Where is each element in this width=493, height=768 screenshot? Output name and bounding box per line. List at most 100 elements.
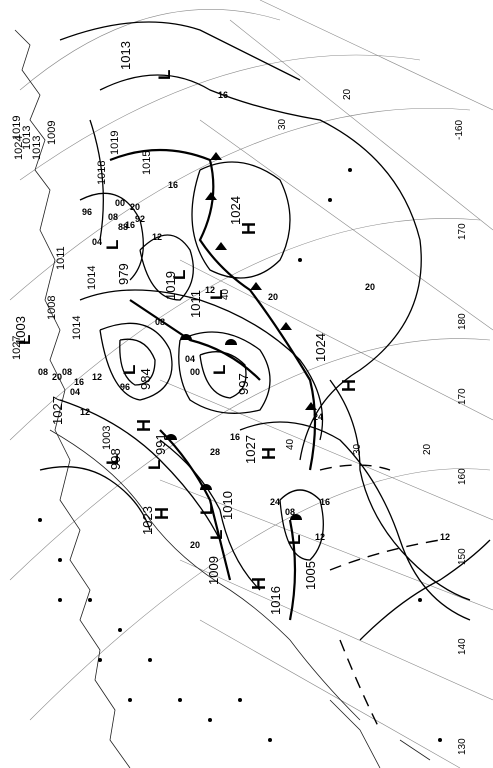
svg-text:170: 170 — [457, 223, 468, 240]
svg-text:1010: 1010 — [220, 491, 235, 520]
svg-text:979: 979 — [116, 263, 131, 285]
svg-text:08: 08 — [155, 317, 165, 327]
svg-text:1009: 1009 — [46, 121, 58, 145]
stations — [38, 168, 442, 742]
svg-text:L: L — [103, 455, 122, 465]
troughs — [319, 464, 441, 731]
svg-text:1011: 1011 — [55, 246, 67, 270]
pressure-value: 1019 — [163, 271, 178, 300]
svg-text:1003: 1003 — [13, 316, 28, 345]
low-center: L — [197, 505, 216, 515]
high-center: H — [339, 379, 359, 392]
low-center: L — [285, 535, 304, 545]
svg-text:L: L — [15, 335, 34, 345]
svg-text:991: 991 — [153, 433, 168, 455]
svg-text:12: 12 — [205, 285, 215, 295]
pressure-value: 979 — [116, 263, 131, 285]
svg-text:20: 20 — [190, 540, 200, 550]
svg-text:1015: 1015 — [141, 151, 153, 175]
svg-text:88: 88 — [118, 222, 128, 232]
svg-text:H: H — [239, 222, 259, 235]
svg-text:28: 28 — [210, 447, 220, 457]
svg-text:L: L — [197, 505, 216, 515]
svg-text:20: 20 — [365, 282, 375, 292]
low-center: L — [145, 460, 164, 470]
svg-text:H: H — [259, 447, 279, 460]
svg-text:00: 00 — [190, 367, 200, 377]
low-center: L — [207, 530, 226, 540]
svg-text:1013: 1013 — [21, 126, 33, 150]
svg-text:984: 984 — [138, 368, 153, 390]
svg-text:1014: 1014 — [71, 316, 83, 340]
svg-text:1024: 1024 — [13, 136, 25, 160]
svg-text:H: H — [339, 379, 359, 392]
svg-text:08: 08 — [62, 367, 72, 377]
isobars — [39, 21, 491, 641]
svg-text:96: 96 — [120, 382, 130, 392]
low-center: L — [103, 240, 122, 250]
pressure-value: 998 — [108, 448, 123, 470]
svg-text:140: 140 — [457, 638, 468, 655]
isobar-labels: 16 12 08 04 00 96 20 24 16 12 08 04 20 1… — [38, 90, 450, 550]
svg-text:1013: 1013 — [31, 136, 43, 160]
pressure-centers: H 1024 H 1024 H 1027 H 1023 H 1016 H 102… — [13, 41, 359, 615]
coastline — [14, 29, 431, 768]
svg-text:L: L — [285, 535, 304, 545]
svg-text:1016: 1016 — [268, 586, 283, 615]
svg-text:08: 08 — [285, 507, 295, 517]
low-center: L — [207, 290, 226, 300]
svg-text:20: 20 — [422, 443, 433, 455]
high-center: H — [249, 577, 269, 590]
pressure-value: 991 — [153, 433, 168, 455]
svg-text:04: 04 — [70, 387, 80, 397]
pressure-value: 1016 — [268, 586, 283, 615]
svg-text:-160: -160 — [454, 120, 465, 140]
high-center: H — [259, 447, 279, 460]
low-center: L — [155, 70, 174, 80]
svg-text:1024: 1024 — [313, 333, 328, 362]
svg-text:20: 20 — [52, 372, 62, 382]
svg-text:1008: 1008 — [46, 296, 58, 320]
svg-text:H: H — [249, 577, 269, 590]
svg-text:L: L — [207, 530, 226, 540]
svg-text:20: 20 — [130, 202, 140, 212]
pressure-value: 997 — [236, 373, 251, 395]
svg-text:12: 12 — [80, 407, 90, 417]
svg-text:L: L — [155, 70, 174, 80]
pressure-value: 1010 — [220, 491, 235, 520]
svg-text:40: 40 — [220, 288, 231, 300]
svg-text:L: L — [120, 365, 139, 375]
pressure-value: 984 — [138, 368, 153, 390]
svg-text:1019: 1019 — [11, 116, 23, 140]
svg-text:1013: 1013 — [118, 41, 133, 70]
svg-text:30: 30 — [277, 118, 288, 130]
svg-text:1011: 1011 — [188, 290, 203, 318]
svg-text:1023: 1023 — [140, 506, 155, 535]
svg-text:130: 130 — [457, 738, 468, 755]
svg-text:160: 160 — [457, 468, 468, 485]
svg-text:180: 180 — [457, 313, 468, 330]
svg-text:20: 20 — [268, 292, 278, 302]
svg-text:40: 40 — [285, 438, 296, 450]
svg-text:04: 04 — [185, 354, 195, 364]
svg-text:H: H — [134, 419, 154, 432]
svg-text:04: 04 — [92, 237, 102, 247]
high-center: H — [134, 419, 154, 432]
svg-text:997: 997 — [236, 373, 251, 395]
fronts — [109, 148, 317, 621]
low-center: L — [103, 455, 122, 465]
latitude-labels: 20 30 40 40 30 20 — [220, 88, 433, 455]
coastal-labels: 1013 1015 1018 1019 1014 1011 1009 1013 … — [11, 116, 153, 450]
pressure-value: 1011 — [188, 290, 203, 318]
pressure-value: 1027 — [243, 435, 258, 464]
svg-text:1027: 1027 — [50, 396, 65, 425]
svg-text:1005: 1005 — [303, 561, 318, 590]
pressure-value: 1009 — [206, 556, 221, 585]
svg-text:16: 16 — [125, 220, 135, 230]
svg-text:08: 08 — [38, 367, 48, 377]
low-center: L — [170, 270, 189, 280]
low-center: L — [15, 335, 34, 345]
svg-text:L: L — [170, 270, 189, 280]
svg-text:1009: 1009 — [206, 556, 221, 585]
